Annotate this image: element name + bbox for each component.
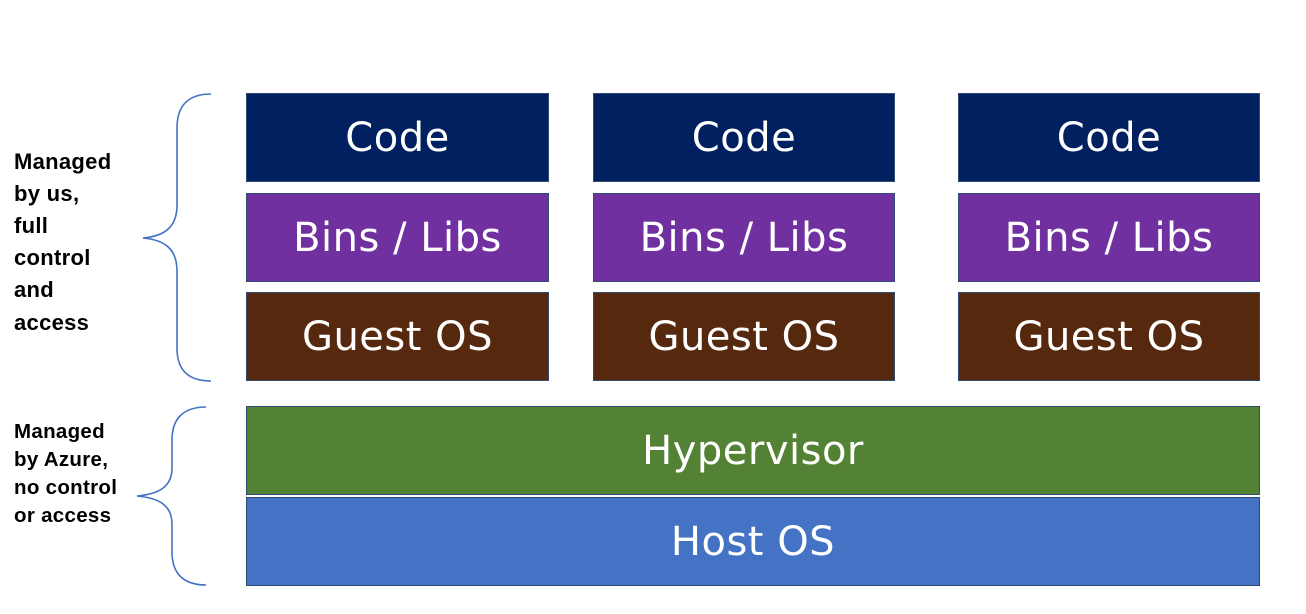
vm1-guest-os-block: Guest OS	[246, 292, 549, 381]
vm3-bins-libs-block: Bins / Libs	[958, 193, 1260, 282]
bottom-curly-brace	[136, 406, 207, 586]
vm2-code-block: Code	[593, 93, 895, 182]
vm3-code-block: Code	[958, 93, 1260, 182]
vm2-guest-os-block: Guest OS	[593, 292, 895, 381]
vm1-code-block: Code	[246, 93, 549, 182]
managed-by-us-label: Managed by us, full control and access	[14, 149, 112, 335]
top-curly-brace	[142, 93, 212, 382]
host-os-layer: Host OS	[246, 497, 1260, 586]
vm2-bins-libs-block: Bins / Libs	[593, 193, 895, 282]
vm3-guest-os-block: Guest OS	[958, 292, 1260, 381]
vm1-bins-libs-block: Bins / Libs	[246, 193, 549, 282]
hypervisor-layer: Hypervisor	[246, 406, 1260, 495]
managed-by-azure-label: Managed by Azure, no control or access	[14, 420, 118, 528]
